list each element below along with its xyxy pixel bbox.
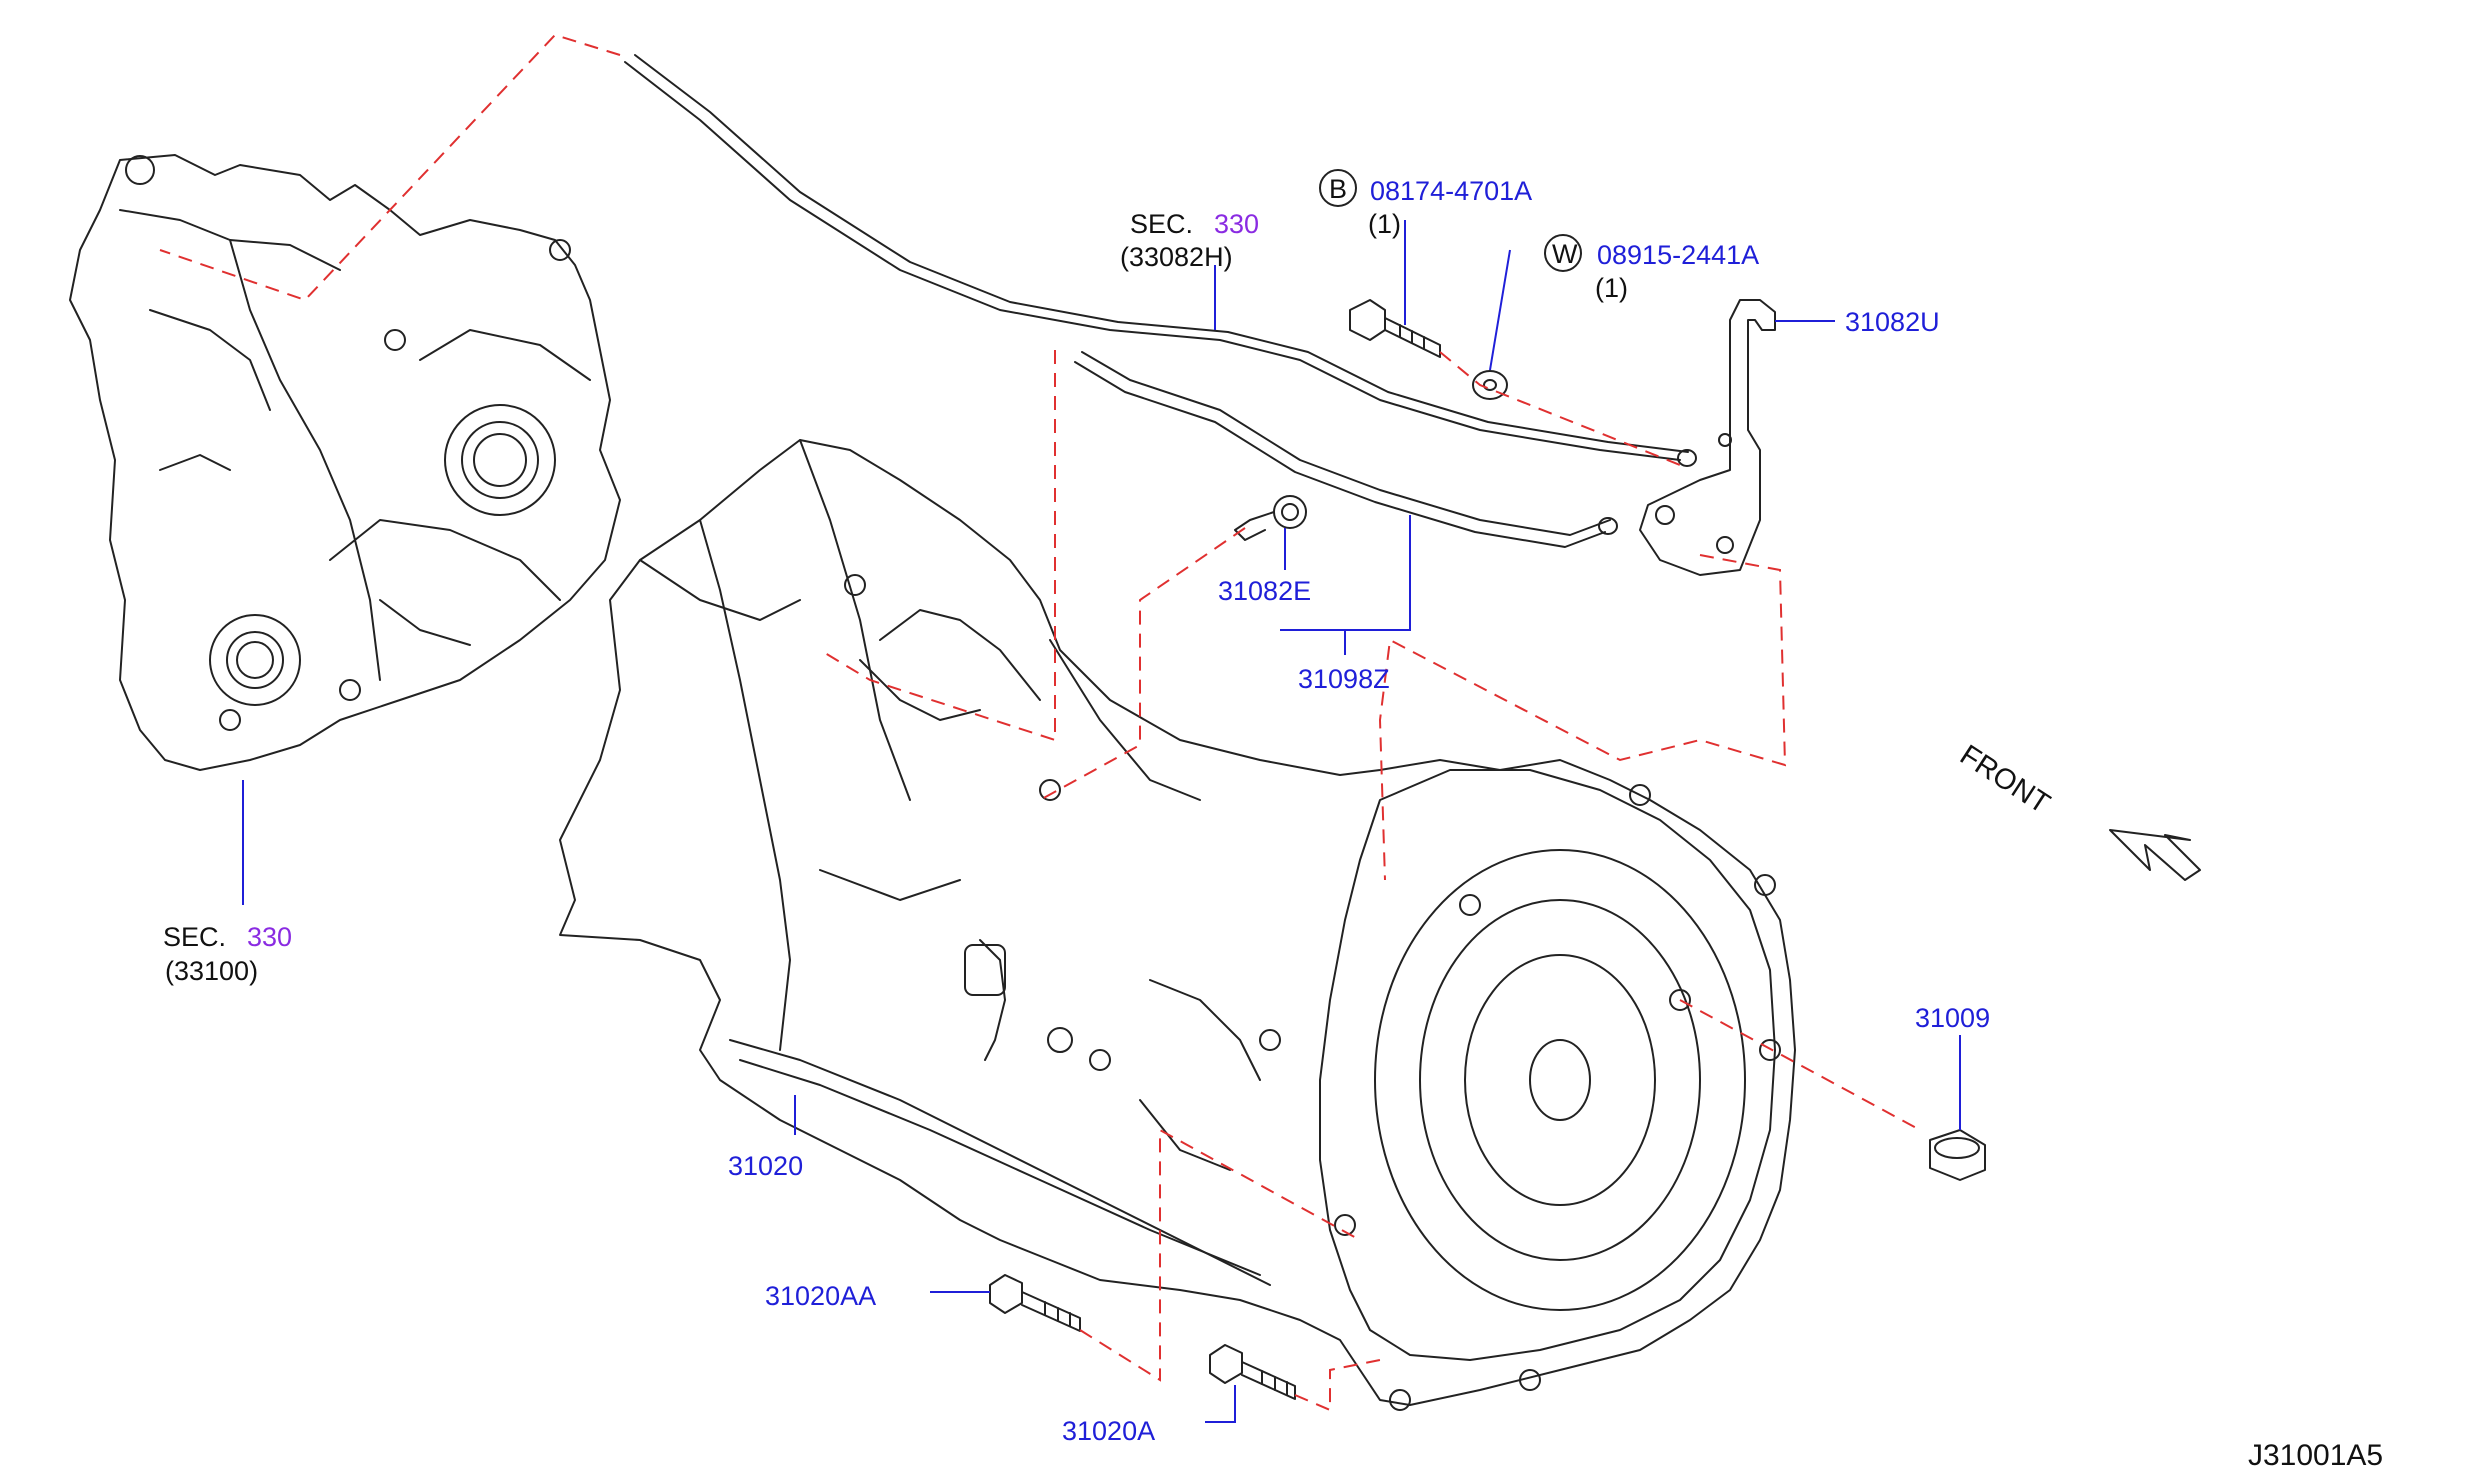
bolt-08174-illustration [1349, 299, 1441, 358]
label-08915[interactable]: W 08915-2441A (1) [1544, 234, 1759, 303]
part-31009[interactable]: 31009 [1915, 1003, 1990, 1033]
front-arrow-icon [2109, 829, 2201, 881]
w-qty: (1) [1595, 273, 1628, 303]
part-31020A[interactable]: 31020A [1062, 1416, 1155, 1446]
cooler-tubes-illustration [624, 54, 1697, 548]
b-symbol-circle [1319, 169, 1357, 207]
sec-top-prefix: SEC. [1130, 209, 1193, 239]
part-08915-2441A[interactable]: 08915-2441A [1597, 240, 1759, 270]
part-08174-4701A[interactable]: 08174-4701A [1370, 176, 1532, 206]
sec-left-number[interactable]: 330 [247, 922, 292, 952]
w-symbol: W [1552, 239, 1578, 269]
bolt-31009-illustration [1929, 1129, 1986, 1181]
leader-08915 [1489, 249, 1511, 371]
part-31020AA[interactable]: 31020AA [765, 1281, 876, 1311]
w-symbol-circle [1544, 234, 1582, 272]
washer-08915-illustration [1472, 370, 1508, 400]
sec-left-sub: (33100) [165, 956, 258, 986]
sec-top-sub: (33082H) [1120, 242, 1233, 272]
bracket-31082U-illustration [1639, 299, 1776, 576]
part-31082U[interactable]: 31082U [1845, 307, 1940, 337]
clip-31082E-illustration [1234, 495, 1307, 541]
transmission-illustration [559, 439, 1796, 1411]
part-31098Z[interactable]: 31098Z [1298, 664, 1390, 694]
sec-left-prefix: SEC. [163, 922, 226, 952]
b-qty: (1) [1368, 209, 1401, 239]
b-symbol: B [1329, 174, 1347, 204]
assembly-guide-lines [159, 33, 1921, 1412]
bolt-31020A-illustration [1209, 1344, 1296, 1400]
diagram-code: J31001A5 [2248, 1439, 2383, 1472]
transfer-case-illustration [69, 154, 621, 771]
label-08174[interactable]: B 08174-4701A (1) [1319, 169, 1532, 239]
front-label: FRONT [1954, 739, 2055, 820]
bolt-31020AA-illustration [989, 1274, 1081, 1332]
leader-31098Z [1280, 515, 1411, 655]
label-sec-top[interactable]: SEC. 330 (33082H) [1120, 209, 1259, 272]
leader-31020A [1205, 1385, 1236, 1423]
sec-top-number[interactable]: 330 [1214, 209, 1259, 239]
label-sec-left[interactable]: SEC. 330 (33100) [163, 922, 292, 986]
part-31082E[interactable]: 31082E [1218, 576, 1311, 606]
part-31020[interactable]: 31020 [728, 1151, 803, 1181]
